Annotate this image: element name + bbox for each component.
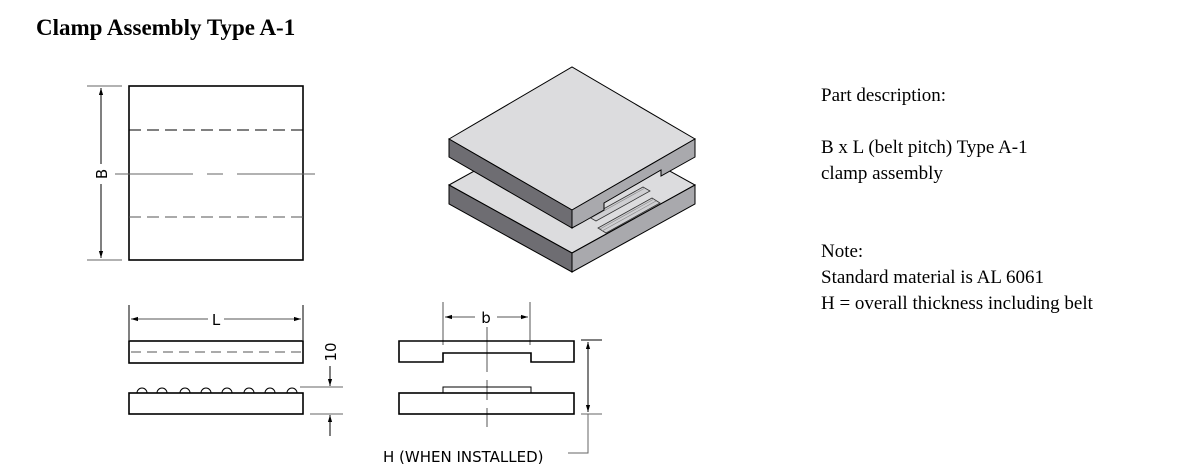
notes-panel: Part description: B x L (belt pitch) Typ…: [821, 83, 1171, 317]
technical-drawing: B L: [87, 66, 697, 466]
top-view: B: [87, 85, 317, 261]
isometric-view: [447, 66, 697, 273]
part-description-heading: Part description:: [821, 85, 947, 106]
note-line2: H = overall thickness including belt: [821, 293, 1093, 314]
part-description-line1: B x L (belt pitch) Type A-1: [821, 137, 1028, 158]
note-heading: Note:: [821, 241, 864, 262]
end-view: b H (WHEN INSTALLED): [383, 302, 602, 466]
part-description-line2: clamp assembly: [821, 163, 943, 184]
page-title: Clamp Assembly Type A-1: [36, 15, 296, 40]
dimension-l-label: L: [212, 311, 221, 329]
dimension-h-label: H (WHEN INSTALLED): [383, 448, 544, 466]
dimension-10-label: 10: [322, 342, 340, 361]
dimension-b-label: B: [93, 169, 111, 179]
note-line1: Standard material is AL 6061: [821, 267, 1045, 288]
side-view: L 10: [128, 305, 343, 436]
dimension-b-small-label: b: [481, 309, 491, 327]
